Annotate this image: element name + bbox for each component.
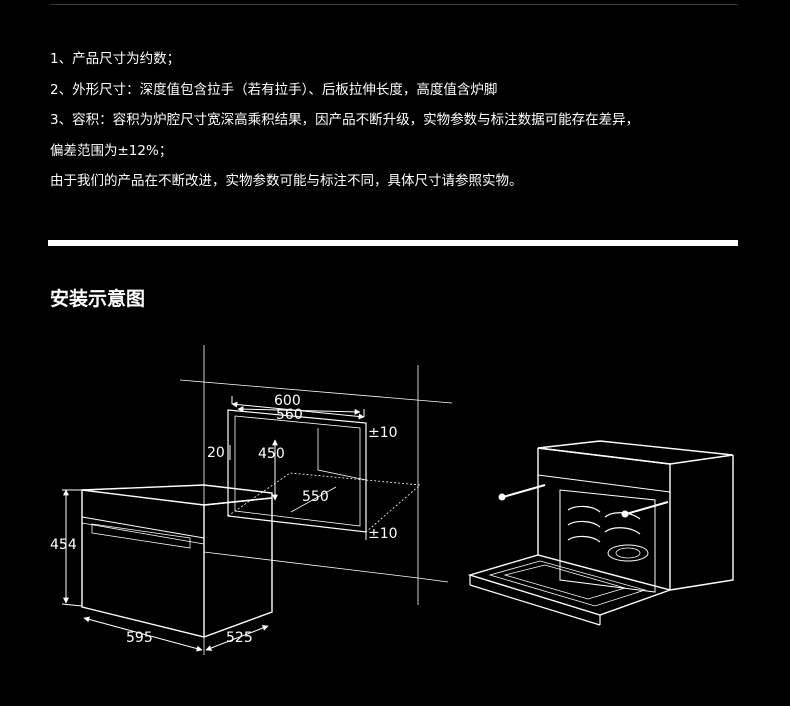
dim-tol-top: ±10 xyxy=(368,425,398,441)
dim-454: 454 xyxy=(50,537,77,553)
dim-20: 20 xyxy=(207,445,225,461)
oven-front-view xyxy=(81,484,273,638)
note-1: 1、产品尺寸为约数； xyxy=(50,51,181,67)
note-3: 3、容积：容积为炉腔尺寸宽深高乘积结果，因产品不断升级，实物参数与标注数据可能存… xyxy=(50,112,640,128)
dim-525: 525 xyxy=(226,630,253,646)
note-2: 2、外形尺寸：深度值包含拉手（若有拉手）、后板拉伸长度，高度值含炉脚 xyxy=(50,81,498,98)
dim-595: 595 xyxy=(126,630,153,646)
note-4: 偏差范围为±12%； xyxy=(50,142,173,159)
note-5: 由于我们的产品在不断改进，实物参数可能与标注不同，具体尺寸请参照实物。 xyxy=(50,173,523,189)
dim-tol-bottom: ±10 xyxy=(368,526,398,542)
dim-550: 550 xyxy=(302,489,329,505)
oven-dimensions xyxy=(61,489,269,652)
section-title: 安装示意图 xyxy=(50,288,146,310)
cutout-dimensions xyxy=(229,396,367,540)
top-rule xyxy=(50,4,738,5)
notes-block: 1、产品尺寸为约数； 2、外形尺寸：深度值包含拉手（若有拉手）、后板拉伸长度，高… xyxy=(50,44,750,197)
dim-560: 560 xyxy=(276,407,303,423)
dim-600: 600 xyxy=(274,393,301,409)
section-divider xyxy=(48,240,738,246)
oven-open-view xyxy=(467,440,734,626)
screw-icon xyxy=(498,484,669,518)
dim-450: 450 xyxy=(258,446,285,462)
